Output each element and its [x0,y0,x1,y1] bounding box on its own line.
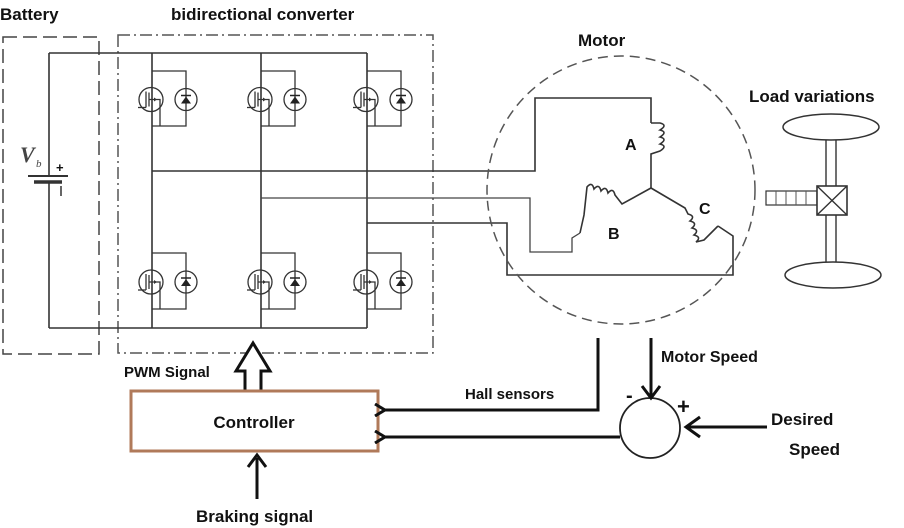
vb-label: V [20,142,37,167]
diode-icon [283,87,307,112]
mosfet-icon [247,269,273,295]
plus-terminal: + [56,160,64,175]
desired-speed-arrowhead [683,415,701,439]
switch-a-lower [138,252,198,310]
pwm-signal-arrow [233,340,273,397]
converter-boundary [117,34,434,354]
summing-junction [619,397,681,459]
vb-subscript: b [36,158,42,170]
mosfet-icon [247,86,273,113]
phase-a-wire [152,97,652,172]
diode-icon [389,270,413,294]
load-wheel-bottom [784,261,882,289]
coil-c [650,187,719,243]
braking-signal-label: Braking signal [196,507,313,526]
sum-plus-sign: + [677,394,690,419]
pwm-signal-label: PWM Signal [124,364,210,381]
mosfet-icon [138,86,164,113]
phase-b-wire [261,197,581,253]
desired-speed-label-2: Speed [789,440,840,459]
motor-boundary [486,55,756,325]
hall-sensors-label: Hall sensors [465,386,554,403]
sum-minus-sign: - [626,385,633,407]
motor-speed-label: Motor Speed [661,349,758,366]
mosfet-icon [353,86,379,113]
motor-label: Motor [578,31,626,50]
coil-a [650,122,665,188]
desired-speed-label-1: Desired [771,410,833,429]
phase-c-wire [367,222,734,276]
mosfet-icon [138,269,164,295]
controller-label: Controller [213,413,295,432]
diode-icon [174,87,198,112]
braking-arrowhead [246,452,268,468]
phase-c-label: C [699,201,711,218]
hall-sensor-line [385,338,600,410]
battery-label: Battery [0,5,59,24]
switch-c-lower [353,252,413,310]
switch-b-upper [247,70,307,127]
phase-a-label: A [625,137,637,154]
motor-speed-arrowhead [640,385,662,401]
switch-a-upper [138,70,198,127]
battery-boundary [2,36,100,355]
controller-block [129,389,380,453]
load-variations-label: Load variations [749,87,875,106]
motor-shaft [765,190,818,206]
switch-c-upper [353,70,413,127]
phase-b-label: B [608,226,620,243]
diode-icon [174,270,198,294]
coil-b [579,183,652,234]
switch-b-lower [247,252,307,310]
mosfet-icon [353,269,379,295]
load-assembly [765,113,882,289]
load-wheel-top [782,113,880,141]
diode-icon [283,270,307,294]
diode-icon [389,87,413,112]
battery-symbol: V b + [20,53,68,328]
motor-windings: A B C [579,122,719,243]
converter-label: bidirectional converter [171,5,355,24]
